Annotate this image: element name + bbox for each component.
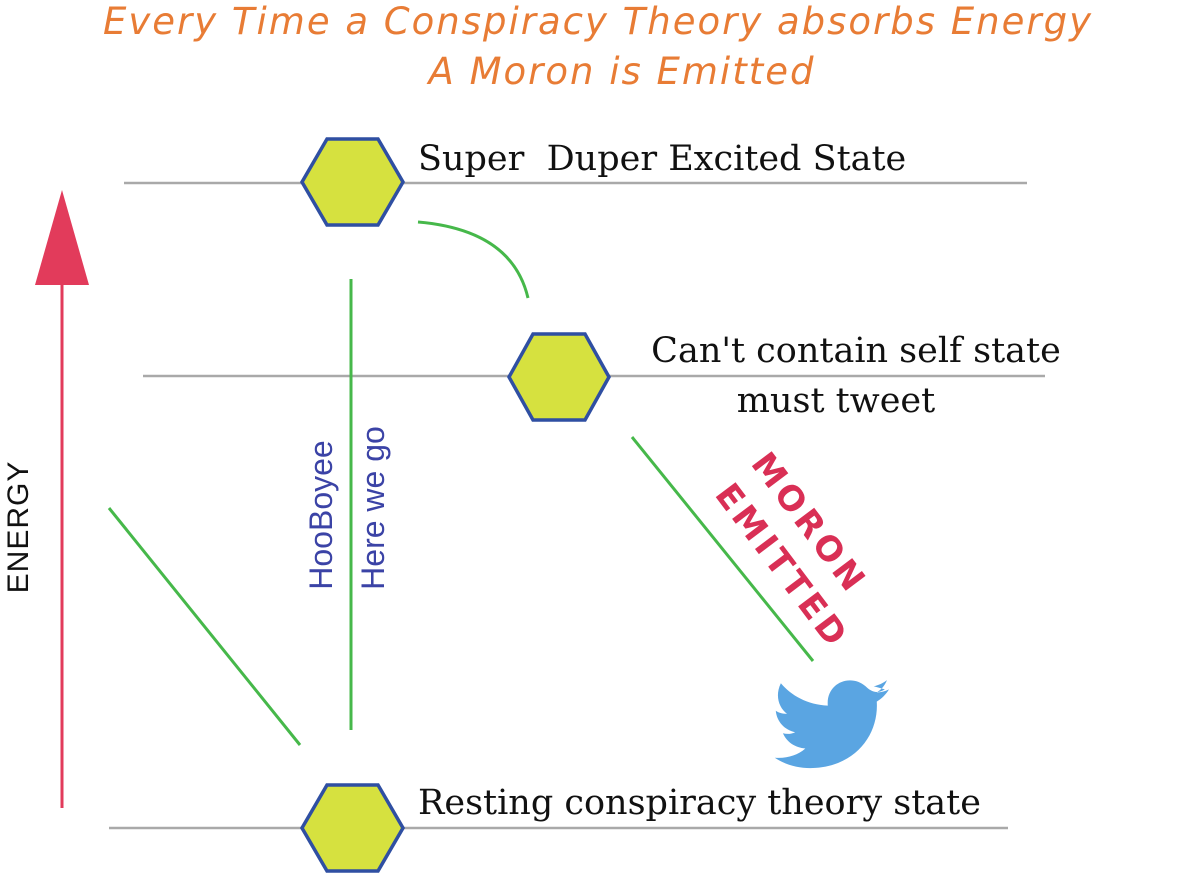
title-line-2: A Moron is Emitted (427, 50, 816, 93)
transition-line-emission (630, 436, 815, 662)
title-line-1: Every Time a Conspiracy Theory absorbs E… (103, 0, 1093, 43)
transition-line-diagonal-left (107, 507, 302, 746)
hexagon-icon-bottom-state (299, 783, 406, 873)
arrow-up-icon (35, 190, 89, 808)
twitter-bird-icon (774, 680, 889, 769)
transition-curve-top (417, 220, 530, 299)
hexagon-icon-middle-state (506, 332, 612, 422)
energy-axis-label: ENERGY (2, 461, 35, 594)
state-label-middle-line-1: Can't contain self state (651, 331, 1061, 371)
transition-label-hooboyee: HooBoyee (303, 440, 339, 589)
state-label-middle-line-2: must tweet (737, 381, 935, 421)
state-label-bottom: Resting conspiracy theory state (418, 783, 981, 823)
state-label-top: Super Duper Excited State (418, 139, 906, 179)
transition-label-here-we-go: Here we go (355, 426, 391, 590)
hexagon-icon-top-state (299, 137, 406, 227)
